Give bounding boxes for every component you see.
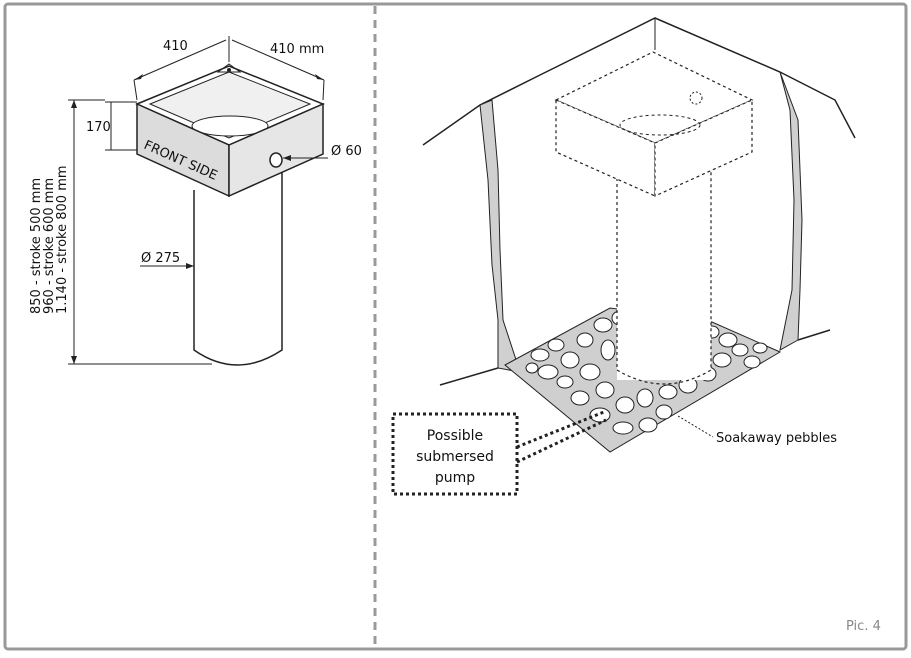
pit-right-wall [779,71,803,351]
tube [193,168,283,366]
dim-depth-arrow [315,74,324,80]
pump-leader-upper [516,410,605,449]
pump-leader-lower [516,418,607,464]
pebbles-leader [677,415,714,438]
dim-depth-label: 410 mm [270,42,324,57]
pump-label-line-3: pump [435,470,475,486]
box-right-face [228,102,324,198]
pump-label-line-1: Possible [427,428,483,444]
dim-width-line [133,39,227,81]
column-outline [616,160,712,385]
tube-diameter-label: Ø 275 [141,251,180,266]
dim-width-arrow [134,74,143,80]
dim-width-ext [133,79,138,101]
buried-outlet-hole [689,91,703,105]
pebbles-label: Soakaway pebbles [716,431,837,446]
right-panel-installation-scene: Possible submersed pump Soakaway pebbles… [391,17,881,634]
tube-leader-arrow [186,263,194,269]
height-option-3: 1.140 - stroke 800 mm [55,165,70,314]
column-body [617,160,711,380]
outlet-hole [269,152,283,168]
outer-frame [3,2,908,651]
pump-label-line-2: submersed [416,449,494,465]
figure-reference: Pic. 4 [846,619,881,634]
pump-label-box [391,412,519,496]
height-option-2: 960 - stroke 600 mm [42,178,57,314]
dim-depth-ext [322,79,325,101]
left-panel-technical-drawing: FRONT SIDE 410 410 mm 170 850 - stroke 5… [29,36,362,366]
buried-box-right [654,99,753,197]
buried-tube-opening [619,114,701,136]
ground-line-left [439,367,499,386]
dim-depth-line [231,39,325,81]
dim-box-height-label: 170 [86,120,111,135]
dim-overall-arrow-top [71,100,77,108]
dim-width-label: 410 [163,39,188,54]
outlet-leader-arrow [283,155,291,161]
pit-left-wall [479,99,521,373]
height-options: 850 - stroke 500 mm 960 - stroke 600 mm … [29,165,70,314]
tube-opening [191,115,269,137]
dim-overall-arrow-bottom [71,356,77,364]
height-option-1: 850 - stroke 500 mm [29,178,44,314]
soakaway-pebbles [525,310,768,435]
ground-line-right [797,329,831,341]
buried-box-front [555,99,656,197]
outlet-label: Ø 60 [331,144,362,159]
box-fixing-screw [227,68,231,72]
